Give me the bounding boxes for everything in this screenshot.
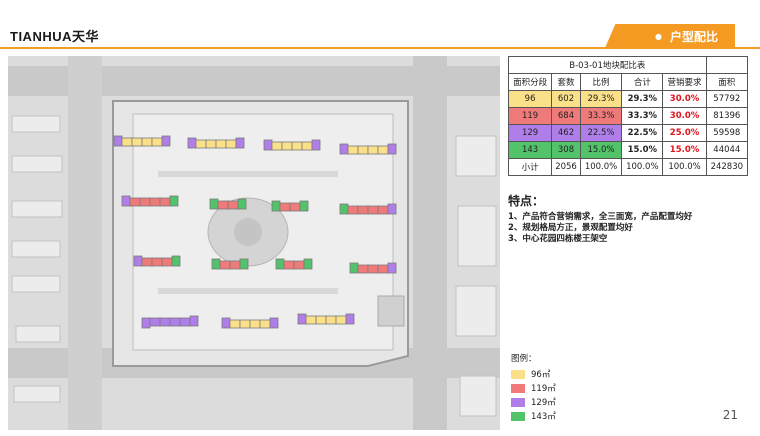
count-cell: 308	[551, 141, 581, 159]
ratio-table: B-03-01地块配比表 面积分段 套数 比例 合计 营销要求 面积 96 60…	[507, 56, 749, 176]
table-row: 96 602 29.3% 29.3% 30.0% 57792	[507, 90, 749, 108]
subtotal-area: 242830	[705, 158, 749, 176]
ratio-cell: 15.0%	[579, 141, 623, 159]
area-cell: 57792	[705, 90, 749, 108]
legend-item: 96㎡	[511, 367, 556, 381]
table-title-empty	[705, 56, 749, 74]
requirement-cell: 25.0%	[662, 124, 707, 142]
legend-label: 119㎡	[531, 384, 556, 394]
table-header: 面积	[705, 73, 749, 91]
segment-cell: 129	[507, 124, 553, 142]
legend-item: 119㎡	[511, 381, 556, 395]
table-header: 面积分段	[507, 73, 553, 91]
table-title: B-03-01地块配比表	[508, 56, 707, 74]
total-cell: 22.5%	[621, 124, 664, 142]
ratio-cell: 29.3%	[579, 90, 623, 108]
count-cell: 462	[551, 124, 581, 142]
total-cell: 33.3%	[621, 107, 664, 125]
count-cell: 602	[551, 90, 581, 108]
total-cell: 29.3%	[621, 90, 664, 108]
site-plan	[8, 56, 500, 430]
subtotal-label: 小计	[507, 158, 553, 176]
feature-item: 1、产品符合营销需求，全三面宽，产品配置均好	[508, 212, 693, 222]
header-divider	[0, 47, 760, 49]
table-header-row: 面积分段 套数 比例 合计 营销要求 面积	[507, 73, 749, 91]
features-title: 特点：	[508, 194, 545, 208]
legend-item: 143㎡	[511, 409, 556, 423]
legend-title: 图例：	[511, 354, 537, 364]
company-logo: TIANHUA天华	[10, 29, 99, 44]
subtotal-total: 100.0%	[621, 158, 664, 176]
area-cell: 81396	[705, 107, 749, 125]
feature-item: 3、中心花园四栋楼王架空	[508, 234, 608, 244]
segment-cell: 96	[507, 90, 553, 108]
table-header: 套数	[551, 73, 581, 91]
subtotal-count: 2056	[551, 158, 581, 176]
legend-swatch	[511, 411, 525, 421]
section-title: 户型配比	[669, 29, 718, 44]
ratio-cell: 22.5%	[579, 124, 623, 142]
requirement-cell: 30.0%	[662, 107, 707, 125]
segment-cell: 143	[507, 141, 553, 159]
table-header: 合计	[621, 73, 664, 91]
feature-item: 2、规划格局方正，景观配置均好	[508, 223, 633, 233]
total-cell: 15.0%	[621, 141, 664, 159]
subtotal-ratio: 100.0%	[579, 158, 623, 176]
features-block: 特点： 1、产品符合营销需求，全三面宽，产品配置均好 2、规划格局方正，景观配置…	[508, 192, 692, 245]
table-row: 119 684 33.3% 33.3% 30.0% 81396	[507, 107, 749, 125]
table-row: 129 462 22.5% 22.5% 25.0% 59598	[507, 124, 749, 142]
legend-item: 129㎡	[511, 395, 556, 409]
section-tab: ● 户型配比	[605, 24, 735, 48]
area-cell: 44044	[705, 141, 749, 159]
page-number: 21	[722, 408, 738, 422]
legend-swatch	[511, 383, 525, 393]
legend-swatch	[511, 397, 525, 407]
table-row: 143 308 15.0% 15.0% 15.0% 44044	[507, 141, 749, 159]
subtotal-row: 小计 2056 100.0% 100.0% 100.0% 242830	[507, 158, 749, 176]
area-cell: 59598	[705, 124, 749, 142]
legend-label: 129㎡	[531, 398, 556, 408]
legend-label: 96㎡	[531, 370, 551, 380]
table-header: 营销要求	[662, 73, 707, 91]
requirement-cell: 30.0%	[662, 90, 707, 108]
count-cell: 684	[551, 107, 581, 125]
requirement-cell: 15.0%	[662, 141, 707, 159]
subtotal-requirement: 100.0%	[662, 158, 707, 176]
ratio-cell: 33.3%	[579, 107, 623, 125]
segment-cell: 119	[507, 107, 553, 125]
table-header: 比例	[579, 73, 623, 91]
legend: 图例： 96㎡ 119㎡ 129㎡ 143㎡	[511, 352, 556, 423]
bullet-icon: ●	[655, 31, 662, 41]
legend-label: 143㎡	[531, 412, 556, 422]
legend-swatch	[511, 369, 525, 379]
